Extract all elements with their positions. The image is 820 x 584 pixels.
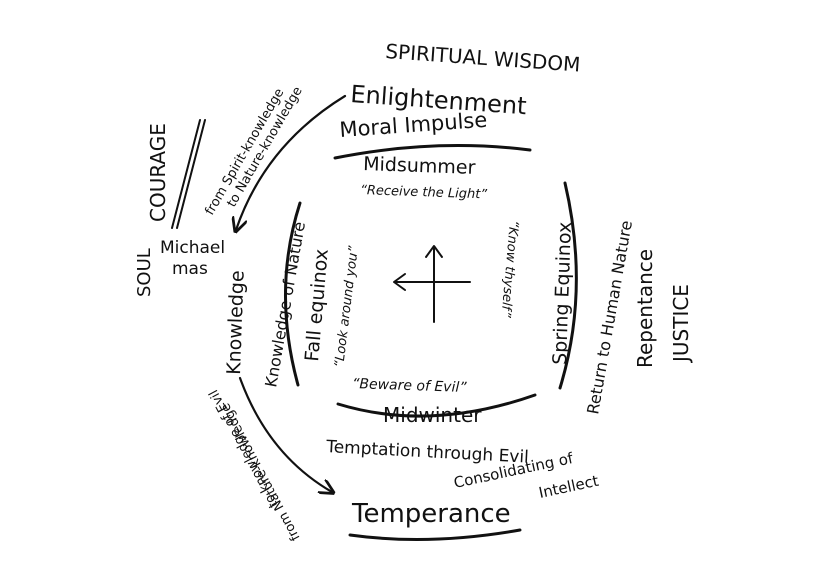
- label-midwinter: Midwinter: [383, 403, 482, 427]
- temperance-arc: [348, 528, 522, 541]
- courage-underline-2: [176, 119, 206, 229]
- label-courage: COURAGE: [146, 123, 170, 222]
- fall-equinox-arc: [284, 201, 302, 387]
- label-intellect: Intellect: [537, 472, 600, 502]
- label-soul: SOUL: [134, 248, 155, 297]
- arrow-nature-to-evil-icon: [238, 376, 332, 492]
- courage-underline: [171, 119, 201, 229]
- label-midsummer: Midsummer: [363, 153, 476, 179]
- label-know-thyself: “Know thyself”: [497, 220, 520, 319]
- label-moral-impulse: Moral Impulse: [339, 108, 488, 142]
- label-michaelmas-1: Michael: [160, 238, 225, 258]
- label-justice: JUSTICE: [669, 284, 693, 364]
- label-receive-the-light: “Receive the Light”: [360, 183, 488, 202]
- label-to-knowledge-of-evil: to knowledge of Evil: [207, 387, 282, 510]
- label-michaelmas-2: mas: [172, 259, 208, 279]
- label-spring-equinox: Spring Equinox: [549, 221, 576, 365]
- label-temperance: Temperance: [351, 499, 511, 529]
- label-repentance: Repentance: [633, 249, 657, 368]
- spring-equinox-arc: [558, 181, 578, 390]
- label-look-around-you: “Look around you”: [332, 245, 362, 368]
- midsummer-arc: [333, 144, 532, 160]
- label-knowledge: Knowledge: [223, 270, 249, 375]
- label-beware-of-evil: “Beware of Evil”: [352, 376, 468, 396]
- arrow-spirit-to-nature-icon: [236, 94, 347, 230]
- midwinter-arc: [336, 393, 537, 418]
- label-from-spirit-knowledge: from Spirit-knowledge: [202, 86, 287, 218]
- label-spiritual-wisdom: SPIRITUAL WISDOM: [385, 39, 581, 77]
- label-fall-equinox: Fall equinox: [301, 248, 333, 362]
- label-knowledge-of-nature: Knowledge of Nature: [261, 220, 309, 389]
- label-temptation-through-evil: Temptation through Evil: [325, 437, 530, 468]
- label-return-to-human-nature: Return to Human Nature: [583, 219, 636, 416]
- cross-with-arrows-icon: [393, 245, 471, 323]
